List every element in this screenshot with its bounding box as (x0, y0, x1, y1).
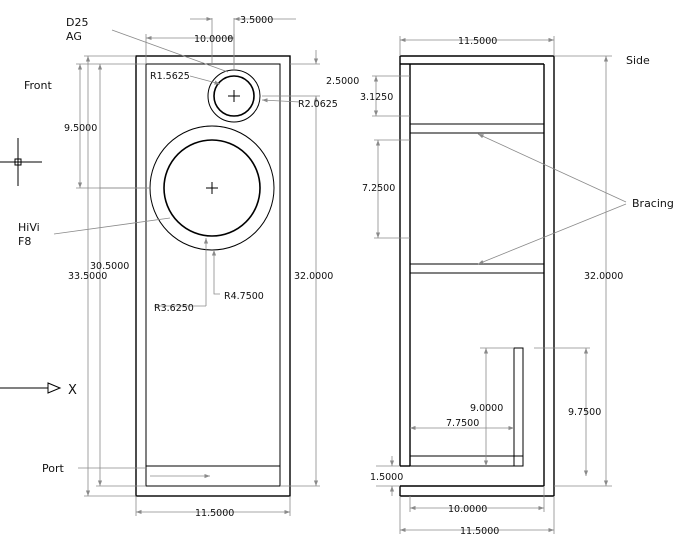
brace-lower (409, 263, 545, 274)
dim-height-inner: 30.5000 (90, 261, 129, 272)
dim-brace-spacing: 7.2500 (362, 183, 395, 194)
dim-tweeter-top: 2.5000 (326, 76, 359, 87)
dim-side-width-top: 11.5000 (458, 36, 497, 47)
label-woofer-line2: F8 (18, 235, 31, 248)
dim-side-height: 32.0000 (584, 271, 623, 282)
dim-front-width: 11.5000 (195, 508, 234, 519)
dim-port-outer-height: 9.7500 (568, 407, 601, 418)
woofer-inner-circle (163, 139, 261, 237)
front-cabinet-outer (135, 55, 291, 497)
dim-port-height: 9.0000 (470, 403, 503, 414)
brace-upper (409, 123, 545, 134)
tweeter-inner-circle (213, 75, 255, 117)
label-x-axis: X (68, 383, 77, 398)
dim-height-right: 32.0000 (294, 271, 333, 282)
dim-height-outer: 33.5000 (68, 271, 107, 282)
x-axis-icon: X (0, 382, 77, 398)
dim-bottom-gap: 1.5000 (370, 472, 403, 483)
dim-port-length: 7.7500 (446, 418, 479, 429)
side-port-duct (513, 347, 524, 467)
front-port (145, 465, 281, 487)
label-port: Port (42, 462, 64, 475)
dim-bottom-length: 10.0000 (448, 504, 487, 515)
dim-r-tweeter-inner: R1.5625 (150, 71, 190, 82)
label-woofer-line1: HiVi (18, 221, 40, 234)
side-view: 11.5000 Side 3.1250 7.2500 Bracing 32.00… (360, 36, 674, 537)
dim-r-tweeter-outer: R2.0625 (298, 99, 338, 110)
dim-woofer-center-y: 9.5000 (64, 123, 97, 134)
dim-tweeter-center-x: 10.0000 (194, 34, 233, 45)
ucs-crosshair-icon (0, 138, 42, 186)
dim-brace-top-gap: 3.1250 (360, 92, 393, 103)
label-tweeter-line2: AG (66, 30, 82, 43)
label-front-view: Front (24, 79, 53, 92)
front-view: 3.5000 10.0000 2.5000 R1.5625 R2.0625 D2… (18, 15, 359, 519)
dim-r-woofer-inner: R3.6250 (154, 303, 194, 314)
label-tweeter-line1: D25 (66, 16, 88, 29)
label-side-view: Side (626, 54, 650, 67)
dim-tweeter-offset: 3.5000 (240, 15, 273, 26)
front-cabinet-inner (145, 63, 281, 487)
label-bracing: Bracing (632, 197, 674, 210)
dim-side-width-bottom: 11.5000 (460, 526, 499, 537)
side-port-bottom (409, 455, 524, 467)
dim-r-woofer-outer: R4.7500 (224, 291, 264, 302)
